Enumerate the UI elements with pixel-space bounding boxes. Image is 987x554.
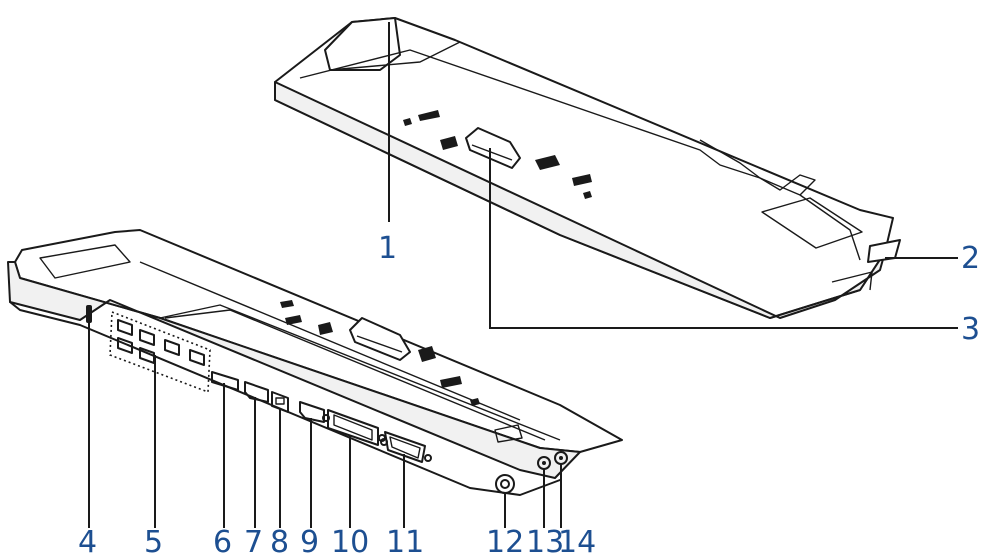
dock-upper-connector-slot — [471, 144, 513, 161]
leader-lines — [88, 22, 958, 528]
dock-front-slot-a — [280, 300, 294, 308]
dock-upper-lever-tab — [831, 271, 873, 291]
dock-front-connector-slot — [356, 335, 403, 353]
callout-12: 12 — [486, 525, 524, 554]
dock-front-slot-e — [440, 376, 462, 388]
dock-front-slot-d — [418, 346, 436, 362]
callout-9: 9 — [300, 525, 319, 554]
port-12-dc-in — [495, 474, 515, 494]
port-10-dvi — [327, 409, 379, 446]
dock-upper-slot-f — [583, 191, 592, 199]
callout-8: 8 — [270, 525, 289, 554]
port-11-screw-left — [380, 438, 388, 446]
dock-front-top-rail — [139, 261, 561, 441]
callout-11: 11 — [386, 525, 424, 554]
port-11-vga-inner — [389, 436, 421, 459]
dock-front-raised-strip — [164, 309, 546, 441]
dock-front-right-tab — [494, 424, 523, 443]
dock-front-left-end-plate — [39, 244, 131, 279]
dock-upper-slot-a — [418, 110, 440, 121]
usb-group-outline — [109, 310, 211, 394]
dock-upper-end-plate — [761, 197, 863, 249]
port-14-audio-hole — [559, 456, 563, 460]
dock-upper-slot-c — [440, 136, 458, 150]
usb-port-3 — [164, 339, 180, 356]
port-12-dc-in-inner — [500, 479, 510, 489]
dock-front-slot-f — [470, 398, 480, 406]
callout-13: 13 — [526, 525, 564, 554]
dock-upper-front-face — [274, 81, 886, 319]
callout-7: 7 — [244, 525, 263, 554]
dock-front-view — [7, 229, 623, 496]
dock-upper-side-ridge — [699, 139, 816, 196]
callout-14: 14 — [558, 525, 596, 554]
dock-upper-slot-b — [403, 118, 412, 126]
dock-front-face — [7, 261, 581, 479]
port-8-lan-inner — [275, 397, 285, 405]
dock-front-slot-c — [318, 322, 333, 335]
callout-10: 10 — [331, 525, 369, 554]
port-7-displayport — [244, 381, 269, 403]
usb-port-4 — [189, 349, 205, 366]
dock-upper-slot-e — [572, 174, 592, 186]
usb-port-5 — [117, 337, 133, 354]
callout-5: 5 — [144, 525, 163, 554]
port-9-displayport — [299, 401, 325, 423]
callout-6: 6 — [213, 525, 232, 554]
port-6 — [211, 371, 239, 391]
usb-port-1 — [117, 319, 133, 336]
callout-2: 2 — [961, 241, 980, 276]
port-10-screw-left — [322, 414, 330, 422]
dock-upper-rear-hump-edge — [329, 41, 461, 71]
callout-4: 4 — [78, 525, 97, 554]
security-slot — [86, 305, 92, 323]
dock-upper-tray-edge — [299, 49, 861, 261]
dock-upper-slot-d — [535, 155, 560, 170]
dock-front-slot-b — [285, 315, 302, 325]
leader-3 — [489, 148, 958, 329]
usb-port-2 — [139, 329, 155, 346]
port-13-audio-hole — [542, 461, 546, 465]
dock-upper-view — [274, 17, 901, 319]
port-10-dvi-inner — [333, 414, 373, 441]
port-8-lan — [271, 391, 289, 413]
callout-1: 1 — [378, 231, 397, 266]
callout-3: 3 — [961, 312, 980, 347]
port-11-screw-right — [424, 454, 432, 462]
callout-labels: 1 2 3 4 5 6 7 8 9 10 11 12 13 14 — [78, 231, 980, 554]
dock-front-top-surface — [14, 229, 623, 453]
